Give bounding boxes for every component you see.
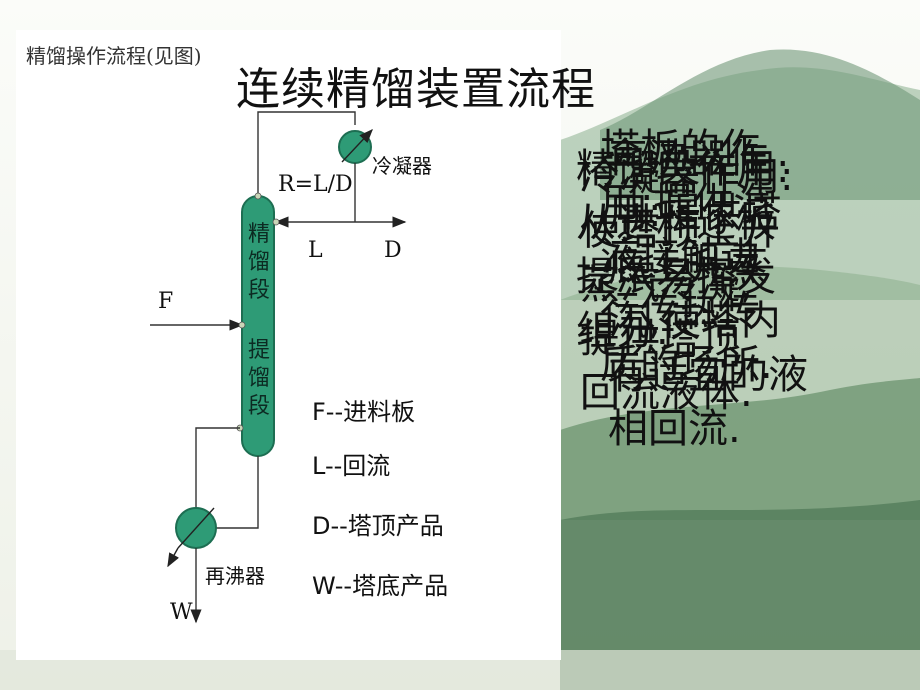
bottom-line: [215, 456, 259, 529]
column-label-char: 段: [247, 394, 270, 419]
reboiler-vapor-line: [195, 427, 240, 508]
column-label-char: 精: [247, 222, 270, 247]
overlay-text-layer: 塔板的作 用:提供汽 液接触进 行传热传 质的场所.: [600, 126, 774, 388]
overlay-text-layer: 冷凝器作用: 使塔顶上升 蒸汽冷凝, 提供塔顶 回流液体.: [580, 154, 794, 416]
column-label-char: 提: [247, 338, 270, 363]
legend-item: L--回流: [312, 452, 391, 480]
column-label-char: 馏: [247, 366, 270, 391]
diagram-panel: [16, 30, 561, 660]
overlay-text-layer: 再沸器作 用:提供塔 底上升蒸 汽,使塔内 有适宜的液 相回流.: [608, 136, 808, 452]
legend-item: F--进料板: [312, 398, 416, 426]
stream-l-label: L: [308, 238, 323, 263]
stream-d-label: D: [384, 238, 402, 263]
condenser-label: 冷凝器: [372, 154, 432, 178]
overlay-text-layer: 精馏段作用: 从进料逐板 提浓易挥发 组分.: [576, 146, 790, 354]
vapor-line: [257, 111, 356, 196]
subtitle: 精馏操作流程(见图): [26, 44, 202, 68]
legend-item: D--塔顶产品: [312, 512, 444, 540]
legend-item: W--塔底产品: [312, 572, 449, 600]
column-label-char: 段: [247, 278, 270, 303]
page-title: 连续精馏装置流程: [236, 64, 596, 115]
reflux-ratio-label: R=L/D: [278, 172, 353, 197]
stream-f-label: F: [158, 289, 174, 314]
column-label-char: 馏: [247, 250, 270, 275]
stream-w-label: W: [170, 600, 193, 625]
reboiler-label: 再沸器: [205, 564, 265, 588]
